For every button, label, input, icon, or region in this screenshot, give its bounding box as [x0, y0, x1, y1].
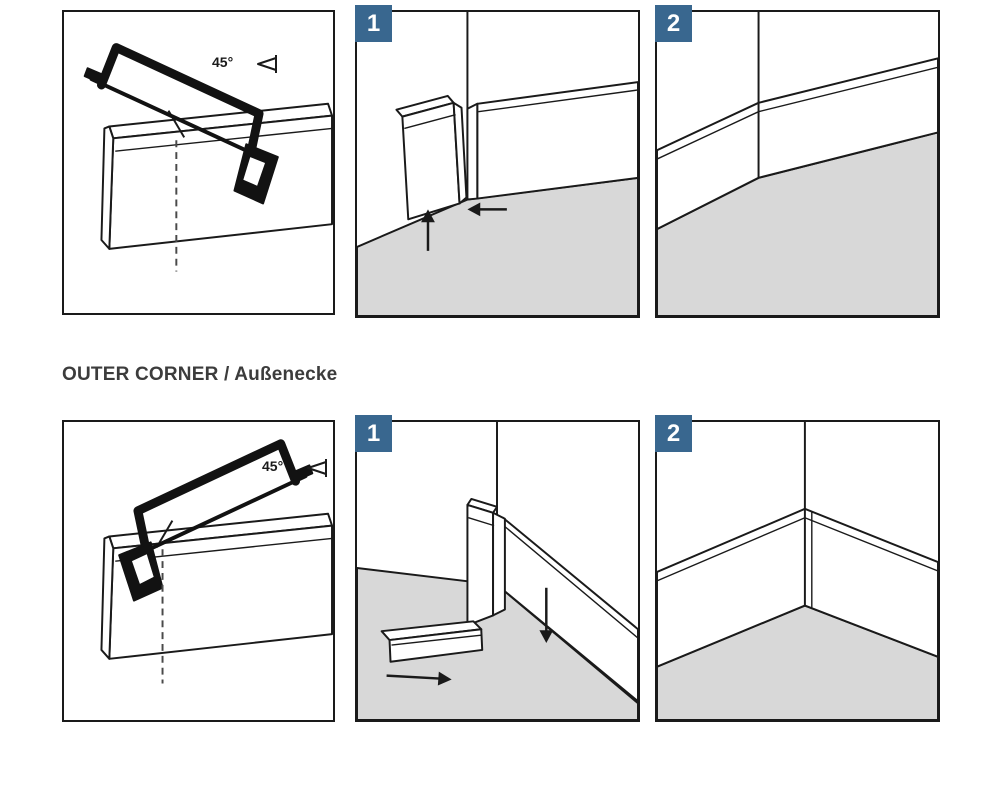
saw-cut-illustration — [83, 43, 333, 272]
arrow-up-icon — [421, 209, 435, 251]
outer-corner-saw-panel: 45° — [62, 420, 335, 722]
floor — [357, 176, 638, 316]
loose-skirting-piece — [395, 94, 468, 221]
hacksaw-icon — [83, 43, 279, 205]
section-heading: OUTER CORNER / Außenecke — [62, 364, 338, 385]
inner-corner-step1-panel: 1 — [355, 5, 640, 318]
arrow-left-icon — [467, 202, 507, 217]
skirting-board-illustration — [100, 512, 333, 660]
skirting-installed — [657, 507, 938, 668]
step-badge: 2 — [655, 5, 692, 42]
skirting-installed — [657, 57, 938, 231]
arrow-down-icon — [539, 587, 554, 644]
step-badge: 2 — [655, 415, 692, 452]
outer-corner-step1-panel: 1 — [355, 415, 640, 722]
loose-skirting-piece-floor — [380, 620, 484, 663]
step-badge: 1 — [355, 415, 392, 452]
miter-angle-icon — [307, 459, 327, 477]
loose-skirting-piece-vertical — [466, 497, 506, 627]
angle-label: 45° — [262, 458, 284, 474]
outer-corner-step2-panel: 2 — [655, 415, 940, 722]
skirting-right-wall — [466, 81, 638, 201]
skirting-board-illustration — [100, 102, 333, 250]
outer-corner-step2-illustration — [657, 422, 938, 720]
inner-corner-step2-illustration — [657, 12, 938, 316]
hacksaw-icon — [118, 439, 314, 602]
inner-corner-step2-panel: 2 — [655, 5, 940, 318]
step-badge: 1 — [355, 5, 392, 42]
saw-cut-illustration — [100, 439, 333, 684]
arrow-right-icon — [386, 671, 452, 686]
angle-label: 45° — [212, 54, 234, 70]
inner-corner-step1-illustration — [357, 12, 638, 316]
inner-corner-saw-panel: 45° — [62, 10, 335, 315]
outer-corner-step1-illustration — [357, 422, 638, 720]
miter-angle-icon — [257, 55, 277, 73]
